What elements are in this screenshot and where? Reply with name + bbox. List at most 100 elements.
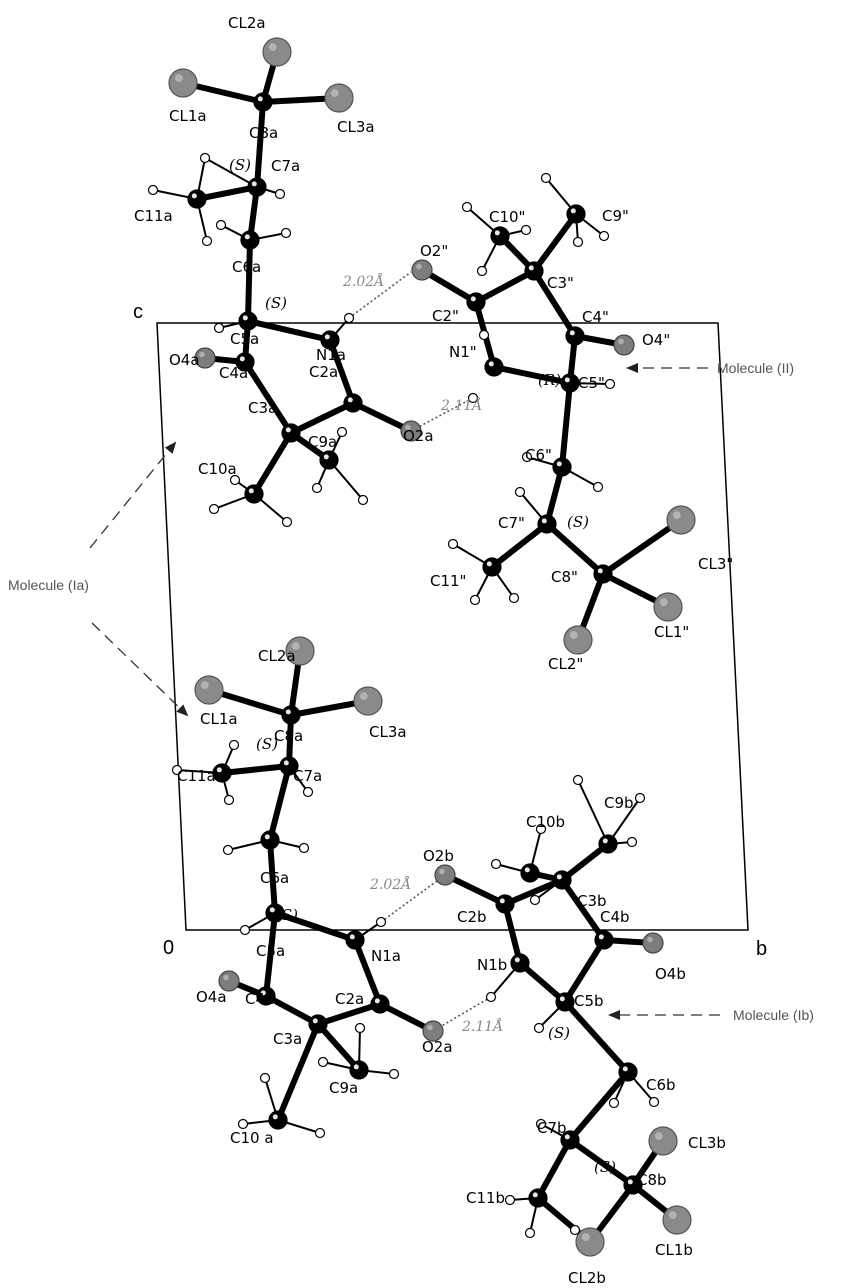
bond-line [491,364,573,386]
atom-label: O4a [169,351,200,369]
hydrogen-atom [648,1096,660,1108]
atom-label: C3a [273,1030,302,1048]
molecule-ii-labels: O2" C10" C9" C3" C2" C4" O4" N1" C5" C6"… [420,207,733,673]
atom-highlight [347,397,353,403]
atom-label: C8a [249,124,278,142]
bond-line [275,1021,321,1123]
hydrogen-atom [259,1072,271,1084]
hydrogen-atom [357,494,369,506]
atom-label: O4b [655,965,686,983]
atom-label: C9b [604,794,634,812]
carbon-atom [565,326,585,346]
atom-label: CL1" [654,623,689,641]
bond-line [245,237,253,324]
hydrogen-atom [317,1056,329,1068]
hydrogen-atom [569,1224,581,1236]
hydrogen-bond-dotted [410,397,474,432]
bond-line [559,380,573,470]
atom-label: O2a [422,1038,453,1056]
hydrogen-atom [215,219,227,231]
unit-cell-outline [156,322,749,931]
nitrogen-atom [510,953,530,973]
atom-label: C6" [525,446,552,464]
hbond-distance: 2.11Å [461,1017,503,1035]
hydrogen-atom [514,486,526,498]
carbon-atom [566,204,586,224]
atom-label: C2a [309,363,338,381]
hydrogen-atom [375,916,387,928]
atom-highlight [244,234,250,240]
atom-label: CL2a [258,647,296,665]
atom-label: C5b [574,992,604,1010]
carbon-atom [343,393,363,413]
hydrogen-atom [228,739,240,751]
atom-label: C10b [526,813,565,831]
hydrogen-atom [213,322,225,334]
hbond-distance: 2.11Å [440,396,482,414]
stereo-label: (S) [256,735,278,753]
hydrogen-atom [336,426,348,438]
unit-cell [156,322,749,931]
hydrogen-atom [199,152,211,164]
atom-highlight [569,631,578,640]
bond-line [251,430,294,497]
atom-highlight [672,511,681,520]
chlorine-atom [648,1126,678,1156]
bond-line [531,268,578,339]
atom-label: C2b [457,908,487,926]
hydrogen-atom [229,474,241,486]
carbon-atom [349,1060,369,1080]
atom-label: N1a [371,947,401,965]
bond-line [315,1021,362,1073]
atom-highlight [564,377,570,383]
atom-highlight [556,874,562,880]
hydrogen-atom [604,378,616,390]
bond-lines [152,49,684,1245]
hydrogen-atom [540,172,552,184]
atom-label: C9a [308,433,337,451]
carbon-atom [281,705,301,725]
molecule-ia-label: Molecule (Ia) [8,577,89,593]
atom-highlight [405,424,411,431]
oxygen-atom [642,932,664,954]
hydrogen-atom [476,265,488,277]
bond-line [562,937,607,1005]
hydrogen-atom [521,451,533,463]
stereo-label: (S) [276,906,298,924]
bond-line [288,400,356,436]
bond-line [489,521,550,570]
bond-line [350,400,414,434]
atom-highlight [285,709,291,715]
atom-highlight [570,208,576,214]
atom-label: C4" [582,308,609,326]
atom-label: CL2b [568,1269,606,1287]
atom-label: C8" [551,568,578,586]
atom-label: C9a [329,1079,358,1097]
atom-label: N1a [316,346,346,364]
atom-highlight [494,230,500,236]
atom-highlight [541,518,547,524]
hydrogen-atom [201,235,213,247]
bond-line [352,937,383,1007]
atom-highlight [223,974,229,981]
atom-label: C2" [432,307,459,325]
atom-highlight [532,1192,538,1198]
atom-highlight [239,356,245,362]
hbond-distance: 2.02Å [369,875,411,893]
stereo-label: (S) [265,294,287,312]
stereo-label: (S) [548,1024,570,1042]
atom-highlight [524,867,530,873]
atom-highlight [659,598,668,607]
oxygen-atom [434,864,456,886]
carbon-atom [495,894,515,914]
chlorine-atom [194,675,224,705]
bond-line [245,318,333,343]
hydrogen-atom [529,894,541,906]
atom-label: C10a [198,460,237,478]
atom-highlight [330,89,339,98]
hydrogen-atom [222,844,234,856]
molecule-ib-label: Molecule (Ib) [733,1007,814,1023]
bond-line [559,877,607,943]
atom-label: C10" [489,208,525,226]
atom-label: C4a [245,990,274,1008]
